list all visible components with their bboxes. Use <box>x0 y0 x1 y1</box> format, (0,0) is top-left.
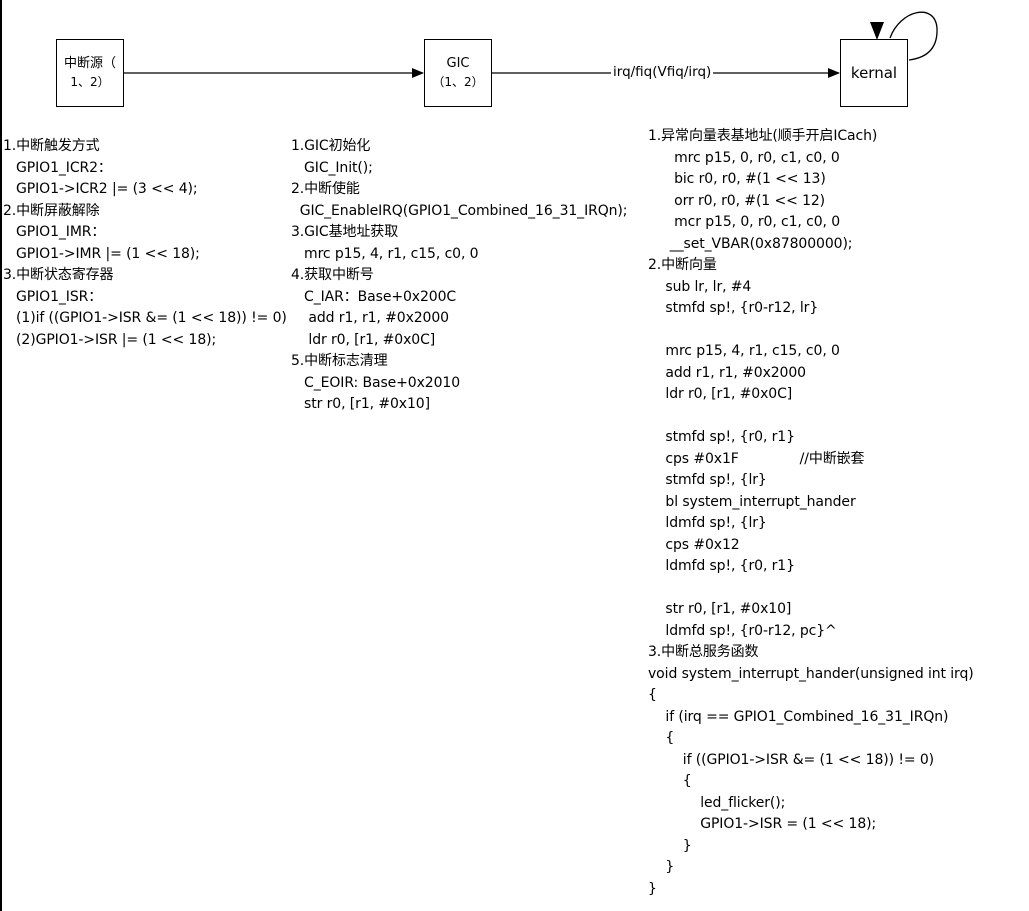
code-line: ldmfd sp!, {lr} <box>648 515 767 531</box>
code-line: 2.中断使能 <box>291 181 360 197</box>
code-line: } <box>648 837 692 854</box>
code-line: C_IAR：Base+0x200C <box>291 288 457 305</box>
code-line: GPIO1_IMR： <box>3 224 106 240</box>
right-notes-column: 1.异常向量表基地址(顺手开启ICach) mrc p15, 0, r0, c1… <box>648 126 974 900</box>
gic-label: GIC <box>446 56 470 71</box>
code-line: GPIO1->ICR2 |= (3 << 4); <box>3 181 198 197</box>
left-notes-column: 1.中断触发方式 GPIO1_ICR2： GPIO1->ICR2 |= (3 <… <box>3 136 287 351</box>
code-line: bl system_interrupt_hander <box>648 493 856 510</box>
code-line: 1.异常向量表基地址(顺手开启ICach) <box>648 128 878 144</box>
code-line: (1)if ((GPIO1->ISR &= (1 << 18)) != 0) <box>3 310 287 326</box>
code-line: led_flicker(); <box>648 794 786 811</box>
code-line: 4.获取中断号 <box>291 267 374 283</box>
code-line: 3.中断总服务函数 <box>648 644 759 660</box>
code-line <box>648 320 974 342</box>
code-line: mrc p15, 0, r0, c1, c0, 0 <box>648 149 840 166</box>
gic-sublabel: （1、2） <box>432 75 484 89</box>
code-line: sub lr, lr, #4 <box>648 278 752 295</box>
code-line: 5.中断标志清理 <box>291 353 388 369</box>
code-line: 1.GIC初始化 <box>291 138 371 154</box>
code-line: mrc p15, 4, r1, c15, c0, 0 <box>291 245 479 262</box>
code-line: mcr p15, 0, r0, c1, c0, 0 <box>648 214 841 230</box>
self-loop-arrowhead <box>870 22 884 40</box>
code-line: cps #0x1F //中断嵌套 <box>648 450 865 467</box>
code-line: 1.中断触发方式 <box>3 138 100 154</box>
code-line: } <box>648 859 675 875</box>
code-line: { <box>648 773 692 789</box>
code-line: add r1, r1, #0x2000 <box>648 364 806 381</box>
code-line: C_EOIR: Base+0x2010 <box>291 374 461 391</box>
connector-label: irq/fiq(Vfiq/irq) <box>611 63 714 81</box>
code-line: stmfd sp!, {r0-r12, lr} <box>648 300 819 316</box>
left-border <box>0 0 2 911</box>
interrupt-source-label: 中断源（ <box>63 56 116 71</box>
interrupt-source-node: 中断源（ 1、2） <box>56 39 124 107</box>
code-line: stmfd sp!, {lr} <box>648 472 767 488</box>
code-line: mrc p15, 4, r1, c15, c0, 0 <box>648 343 840 359</box>
code-line: GIC_EnableIRQ(GPIO1_Combined_16_31_IRQn)… <box>291 202 628 219</box>
code-line: if ((GPIO1->ISR &= (1 << 18)) != 0) <box>648 751 934 768</box>
code-line: GPIO1_ICR2： <box>3 159 112 176</box>
gic-node: GIC （1、2） <box>424 39 492 107</box>
code-line: ldr r0, [r1, #0x0C] <box>291 331 436 348</box>
kernal-label: kernal <box>850 64 898 82</box>
code-line: ldr r0, [r1, #0x0C] <box>648 386 793 402</box>
code-line: } <box>648 880 657 897</box>
code-line: GIC_Init(); <box>291 159 373 176</box>
code-line: orr r0, r0, #(1 << 12) <box>648 192 826 209</box>
code-line: if (irq == GPIO1_Combined_16_31_IRQn) <box>648 708 949 725</box>
code-line: str r0, [r1, #0x10] <box>648 601 792 617</box>
code-line: void system_interrupt_hander(unsigned in… <box>648 665 974 682</box>
code-line: 2.中断屏蔽解除 <box>3 202 100 219</box>
code-line: 2.中断向量 <box>648 257 717 273</box>
interrupt-source-sublabel: 1、2） <box>70 75 110 89</box>
code-line: GPIO1_ISR： <box>3 288 103 305</box>
code-line: ldmfd sp!, {r0-r12, pc}^ <box>648 622 837 639</box>
code-line: 3.中断状态寄存器 <box>3 267 114 283</box>
code-line: GPIO1->IMR |= (1 << 18); <box>3 245 200 262</box>
kernal-node: kernal <box>840 39 908 107</box>
code-line: 3.GIC基地址获取 <box>291 224 399 240</box>
code-line: GPIO1->ISR = (1 << 18); <box>648 816 877 832</box>
code-line <box>648 578 974 600</box>
code-line: ldmfd sp!, {r0, r1} <box>648 558 795 574</box>
code-line: bic r0, r0, #(1 << 13) <box>648 171 826 187</box>
code-line: { <box>648 730 675 746</box>
code-line: str r0, [r1, #0x10] <box>291 396 430 412</box>
code-line: __set_VBAR(0x87800000); <box>648 235 853 252</box>
code-line: (2)GPIO1->ISR |= (1 << 18); <box>3 331 217 348</box>
code-line: add r1, r1, #0x2000 <box>291 310 449 326</box>
code-line: cps #0x12 <box>648 536 740 553</box>
middle-notes-column: 1.GIC初始化 GIC_Init(); 2.中断使能 GIC_EnableIRQ… <box>291 136 628 416</box>
code-line <box>648 406 974 428</box>
code-line: stmfd sp!, {r0, r1} <box>648 429 795 445</box>
code-line: { <box>648 687 657 703</box>
